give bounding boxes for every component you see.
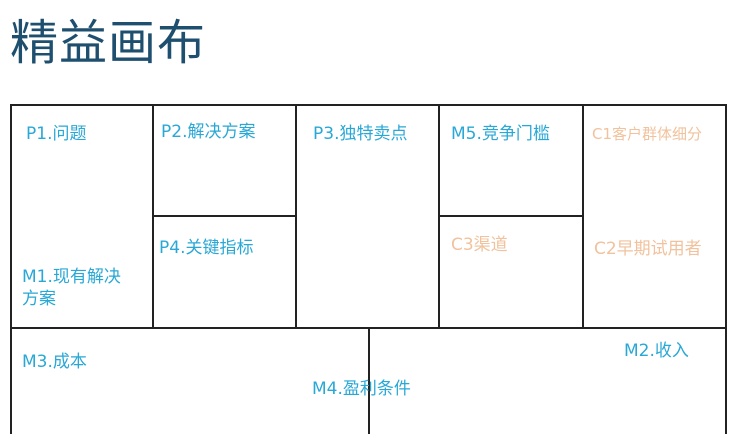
cell-m4-profit-conditions: M4.盈利条件 bbox=[312, 379, 411, 399]
grid-line-col3 bbox=[438, 104, 440, 328]
cell-m2-revenue: M2.收入 bbox=[624, 341, 689, 361]
grid-line-top bbox=[10, 104, 727, 106]
page-title: 精益画布 bbox=[10, 15, 207, 71]
cell-c2-early-adopters: C2早期试用者 bbox=[594, 239, 702, 259]
grid-line-p2-p4 bbox=[153, 215, 297, 217]
grid-line-bottom-divider bbox=[368, 327, 370, 434]
cell-c3-channels: C3渠道 bbox=[451, 235, 508, 255]
cell-p1-problem: P1.问题 bbox=[26, 124, 87, 144]
grid-line-col1 bbox=[152, 104, 154, 328]
cell-c1-customer-segments: C1客户群体细分 bbox=[592, 125, 703, 143]
cell-m1-existing-solutions: M1.现有解决方案 bbox=[22, 267, 121, 309]
cell-m5-unfair-advantage: M5.竞争门槛 bbox=[451, 124, 550, 144]
grid-line-col2 bbox=[295, 104, 297, 328]
grid-line-right bbox=[725, 104, 727, 434]
cell-m3-cost: M3.成本 bbox=[22, 352, 87, 372]
cell-p4-key-metrics: P4.关键指标 bbox=[159, 238, 254, 258]
grid-line-left bbox=[10, 104, 12, 434]
grid-line-m5-c3 bbox=[439, 215, 583, 217]
cell-p2-solution: P2.解决方案 bbox=[161, 122, 256, 142]
grid-line-col4 bbox=[582, 104, 584, 328]
cell-p3-unique-value: P3.独特卖点 bbox=[313, 124, 408, 144]
